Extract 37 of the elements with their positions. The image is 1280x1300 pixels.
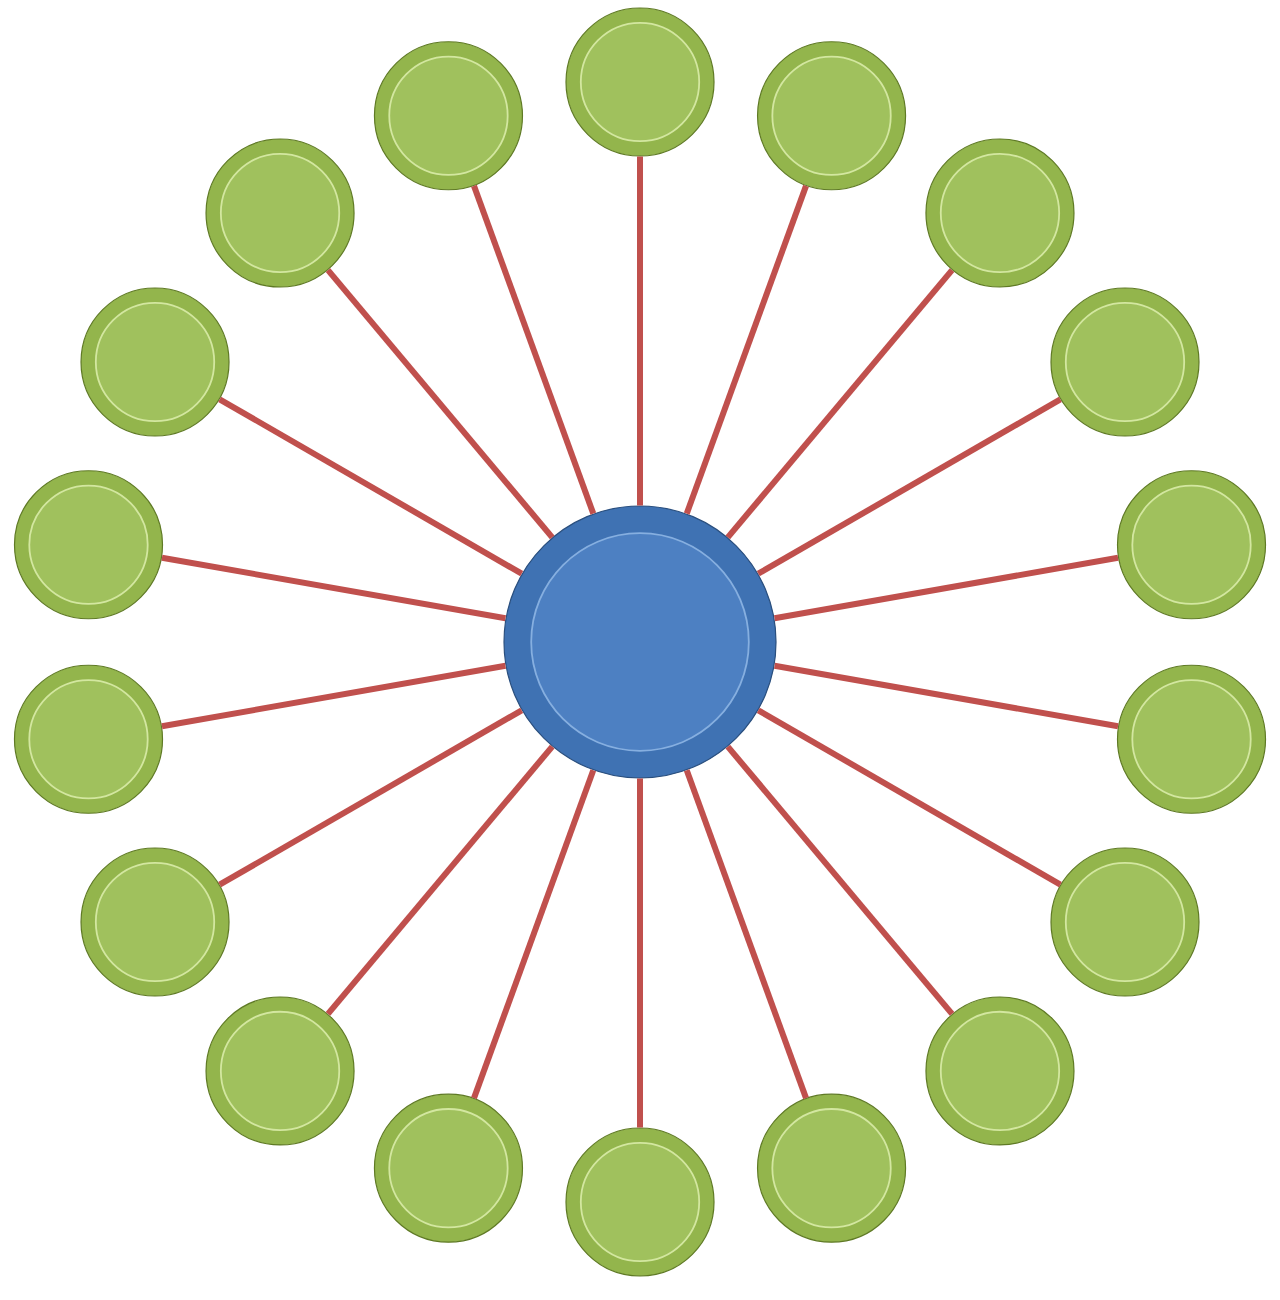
- connector-line: [637, 778, 643, 1128]
- connector-line: [218, 707, 524, 888]
- circle: [13, 664, 164, 814]
- connector-line: [774, 554, 1119, 622]
- connector-line: [218, 396, 524, 577]
- circle: [756, 41, 907, 191]
- connector-line: [325, 744, 555, 1016]
- circle: [1050, 847, 1200, 997]
- connector-line: [683, 184, 809, 515]
- connector-line: [161, 662, 506, 730]
- circle: [80, 287, 230, 437]
- connector-line: [325, 268, 555, 540]
- circle: [205, 996, 355, 1146]
- circle: [13, 470, 164, 620]
- connector-line: [756, 707, 1062, 888]
- circle: [1116, 664, 1267, 814]
- circle: [80, 847, 230, 997]
- circle: [373, 1093, 524, 1243]
- connector-line: [725, 268, 955, 540]
- circle: [756, 1093, 907, 1243]
- connector-line: [774, 662, 1119, 730]
- connector-line: [471, 184, 597, 515]
- connector-line: [471, 769, 597, 1100]
- hub-circle: [503, 505, 777, 779]
- circle: [373, 41, 524, 191]
- circle: [925, 996, 1075, 1146]
- connector-line: [683, 769, 809, 1100]
- connector-line: [725, 744, 955, 1016]
- circle: [925, 138, 1075, 288]
- circle: [565, 1127, 715, 1277]
- circle: [1050, 287, 1200, 437]
- circle: [205, 138, 355, 288]
- circle: [565, 7, 715, 157]
- connector-line: [756, 396, 1062, 577]
- connector-line: [161, 554, 506, 622]
- circle: [1116, 470, 1267, 620]
- connector-line: [637, 156, 643, 506]
